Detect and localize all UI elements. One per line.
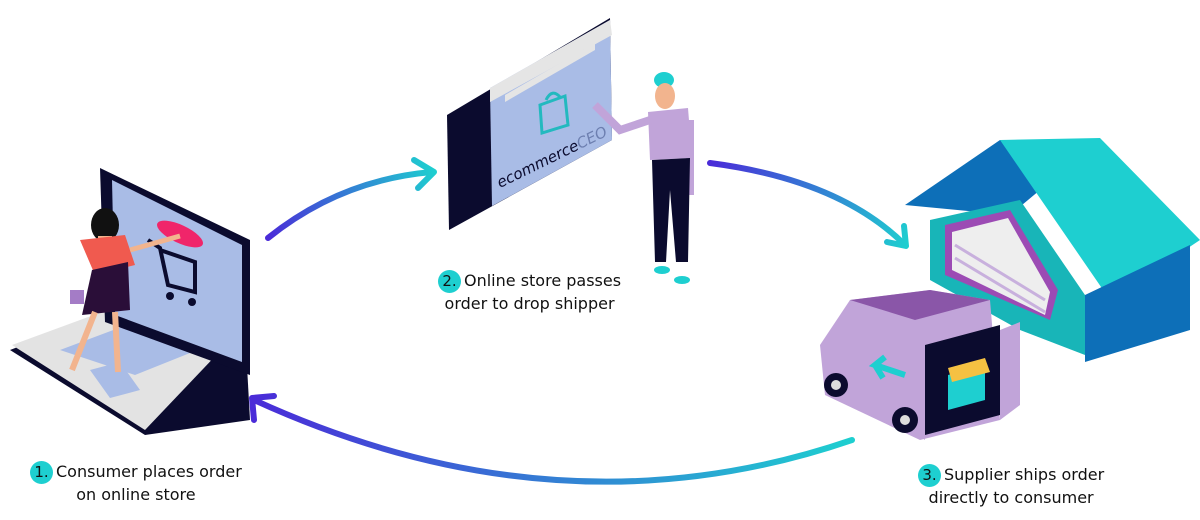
step-3-label: 3.Supplier ships order directly to consu… — [918, 464, 1104, 509]
step-1-text-line2: on online store — [76, 485, 196, 504]
step-2-label: 2.Online store passes order to drop ship… — [438, 270, 621, 315]
step-1-text-line1: Consumer places order — [56, 462, 242, 481]
step-1-badge: 1. — [30, 461, 53, 484]
step-3-text-line1: Supplier ships order — [944, 465, 1105, 484]
step-2-text-line2: order to drop shipper — [444, 294, 615, 313]
warehouse-illustration — [905, 138, 1200, 362]
step-2-badge: 2. — [438, 270, 461, 293]
arrow-step2-to-step3 — [707, 160, 909, 249]
step-3-text-line2: directly to consumer — [928, 488, 1094, 507]
laptop-illustration — [10, 168, 250, 435]
delivery-van-illustration — [820, 290, 1020, 440]
online-store-screen: ecommerceCEO — [447, 18, 612, 230]
arrow-step1-to-step2 — [265, 157, 437, 241]
consumer-figure — [69, 208, 181, 373]
step-3-badge: 3. — [918, 464, 941, 487]
step-2-text-line1: Online store passes — [464, 271, 622, 290]
step-1-label: 1.Consumer places order on online store — [30, 461, 242, 506]
store-operator-figure — [592, 72, 694, 284]
arrow-step3-to-step1 — [249, 393, 855, 485]
